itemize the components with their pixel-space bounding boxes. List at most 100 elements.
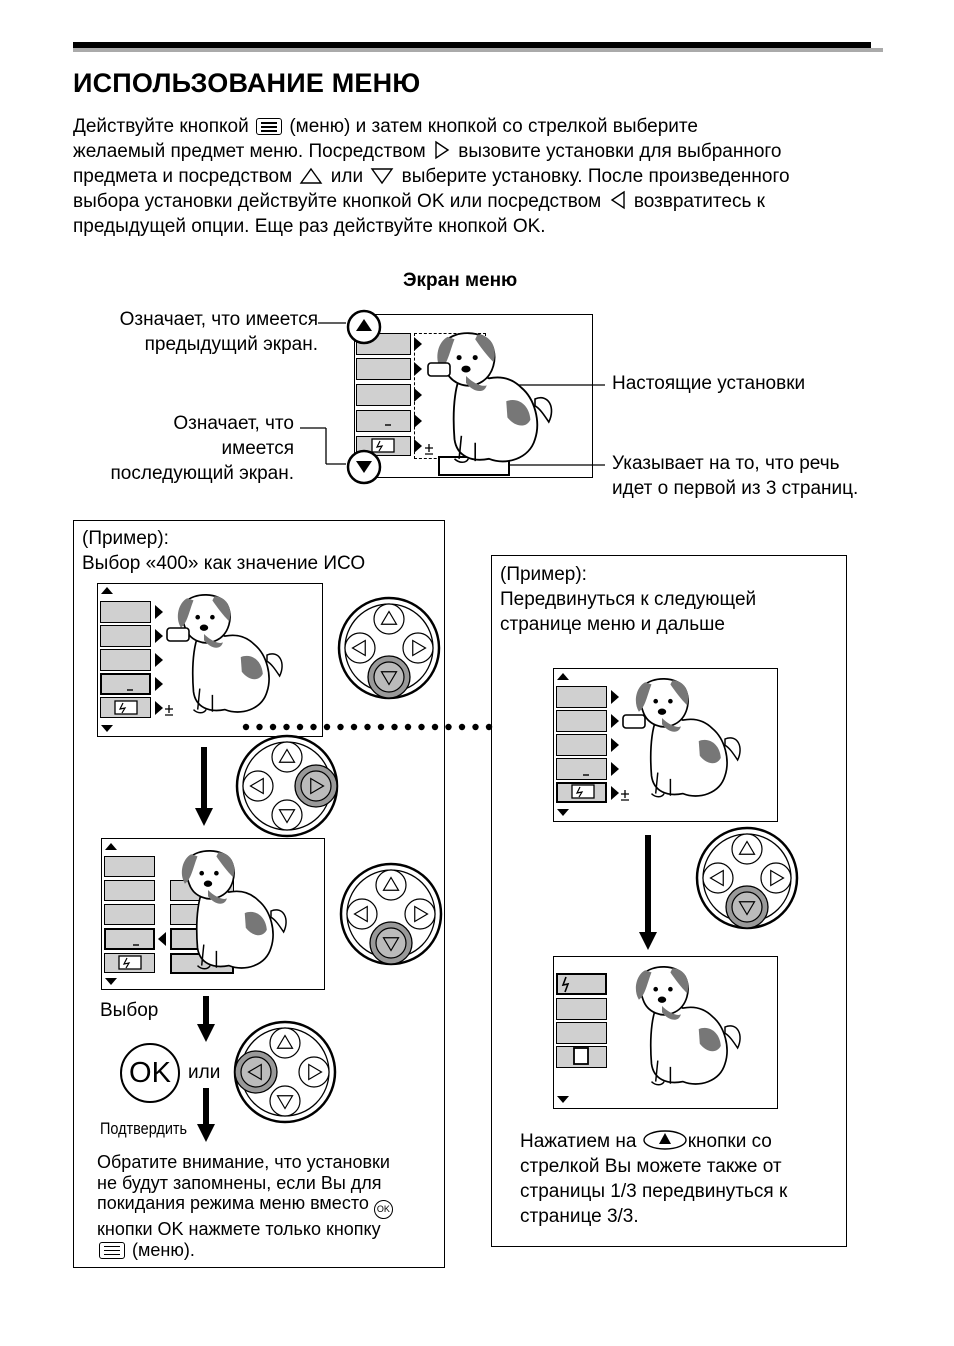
caption-line: Выбор «400» как значение ИСО (82, 553, 366, 574)
dotted-connector (458, 723, 466, 731)
or-label: или (188, 1062, 221, 1083)
dotted-connector (431, 723, 439, 731)
dpad-icon (695, 826, 799, 930)
note-text: (меню). (132, 1239, 195, 1260)
flow-arrow-icon (639, 835, 657, 950)
dotted-connector (404, 723, 412, 731)
ok-button-icon: OK (120, 1043, 180, 1103)
flash-glyph (114, 700, 138, 715)
dotted-connector (283, 723, 290, 731)
dotted-connector (256, 723, 263, 731)
menu-cell (556, 710, 607, 732)
header-rule-shadow (73, 48, 883, 52)
note-line: не будут запомнены, если Вы для (97, 1172, 382, 1193)
up-arrow-icon (300, 167, 323, 184)
dotted-connector (445, 723, 452, 731)
down-arrow-icon (101, 725, 113, 732)
ok-button-icon: OK (373, 1200, 393, 1219)
down-arrow-icon (557, 809, 569, 816)
dotted-connector (418, 723, 425, 731)
down-arrow-icon (105, 978, 117, 985)
right-note: Нажатием на кнопки со стрелкой Вы можете… (520, 1129, 840, 1229)
right-arrow-icon (611, 690, 619, 704)
intro-text: Действуйте кнопкой (73, 116, 249, 137)
dotted-connector (269, 723, 277, 731)
menu-screen-heading: Экран меню (403, 270, 518, 291)
note-text: кнопки со (687, 1131, 772, 1152)
note-text: покидания режима меню вместо (97, 1193, 369, 1213)
tag-icon (427, 362, 451, 377)
dotted-connector (337, 723, 344, 731)
intro-text: желаемый предмет меню. Посредством (73, 141, 426, 162)
caption-line: Передвинуться к следующей (500, 589, 757, 610)
example-left-box (73, 520, 445, 1268)
dpad-icon (337, 596, 441, 700)
caption-line: странице меню и дальше (500, 614, 725, 635)
right-arrow-icon (414, 362, 422, 376)
intro-text: (меню) и затем кнопкой со стрелкой выбер… (289, 116, 698, 137)
dog-image (177, 594, 283, 714)
menu-cell (556, 734, 607, 756)
dotted-connector (296, 723, 304, 731)
confirm-label: Подтвердить (100, 1119, 188, 1138)
example-right-box (491, 555, 847, 1247)
flow-arrow-icon (197, 996, 215, 1042)
up-arrow-icon (557, 673, 569, 680)
frame-glyph (573, 1047, 589, 1065)
note-line: Обратите внимание, что установки (97, 1152, 390, 1172)
dpad-icon (339, 862, 443, 966)
header-rule (73, 42, 871, 48)
dotted-connector (242, 723, 250, 731)
dog-image (181, 850, 287, 970)
right-arrow-icon (155, 653, 163, 667)
page-title: ИСПОЛЬЗОВАНИЕ МЕНЮ (73, 68, 421, 98)
menu-cell (356, 384, 411, 406)
label-line: предыдущий экран. (144, 334, 318, 355)
up-arrow-icon (105, 843, 117, 850)
up-button-icon (643, 1130, 687, 1150)
prev-screen-label: Означает, что имеется предыдущий экран. (70, 307, 318, 357)
next-screen-label: Означает, что имеется последующий экран. (70, 411, 294, 486)
up-arrow-icon (101, 587, 113, 594)
right-arrow-icon (155, 701, 163, 715)
intro-paragraph: Действуйте кнопкой (меню) и затем кнопко… (73, 114, 903, 239)
menu-cell (556, 1022, 607, 1044)
right-arrow-icon (611, 738, 619, 752)
flash-glyph (118, 955, 142, 970)
menu-cell (100, 625, 151, 647)
dotted-connector (377, 723, 385, 731)
dotted-connector (364, 723, 371, 731)
intro-text: возвратитесь к (633, 191, 765, 212)
flash-glyph (571, 784, 595, 799)
right-arrow-icon (611, 786, 619, 800)
menu-icon (256, 118, 283, 135)
right-arrow-icon (414, 388, 422, 402)
label-line: идет о первой из 3 страниц. (612, 478, 859, 499)
note-text: Нажатием на (520, 1131, 637, 1152)
tag-icon (622, 714, 646, 729)
dog-image (437, 332, 553, 464)
current-settings-label: Настоящие установки (612, 373, 806, 394)
dpad-icon (235, 734, 339, 838)
menu-cell (104, 904, 155, 925)
plusminus-glyph (165, 705, 173, 716)
intro-text: выбора установки действуйте кнопкой OK и… (73, 191, 602, 212)
flash-glyph (561, 976, 570, 993)
menu-cell (556, 998, 607, 1020)
intro-text: предмета и посредством (73, 166, 293, 187)
next-screen-indicator (346, 449, 382, 485)
right-arrow-icon (414, 414, 422, 428)
menu-cell (556, 758, 607, 780)
dotted-connector (350, 723, 358, 731)
intro-text: вызовите установки для выбранного (458, 141, 782, 162)
note-line: страницы 1/3 передвинуться к (520, 1181, 788, 1202)
left-arrow-icon (158, 932, 166, 946)
menu-icon (99, 1241, 125, 1259)
dotted-connector (323, 723, 331, 731)
down-arrow-icon (370, 168, 394, 185)
right-arrow-icon (155, 605, 163, 619)
left-note: Обратите внимание, что установки не буду… (97, 1152, 442, 1260)
caption-line: (Пример): (500, 564, 587, 585)
example-right-caption: (Пример): Передвинуться к следующей стра… (500, 562, 756, 637)
dotted-connector (472, 723, 479, 731)
